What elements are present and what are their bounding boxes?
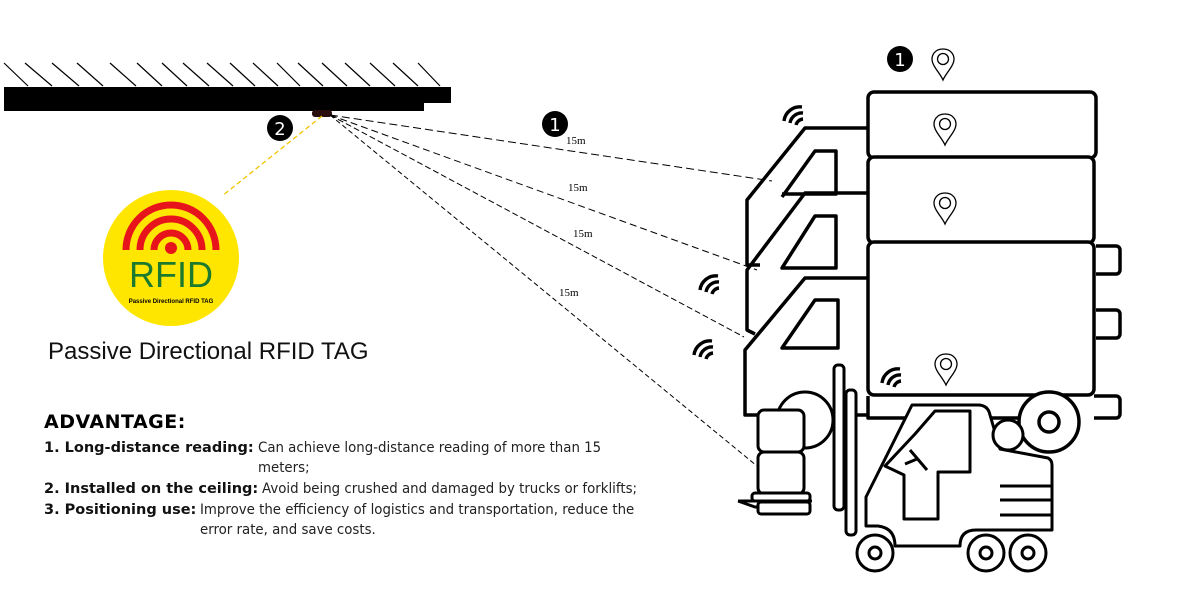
- read-beams: [329, 114, 773, 467]
- svg-text:1: 1: [549, 115, 560, 136]
- advantage-item: 3. Positioning use: Improve the efficien…: [44, 500, 684, 540]
- rfid-tag-badge: RFID Passive Directional RFID TAG: [103, 190, 239, 326]
- svg-text:2: 2: [274, 119, 285, 140]
- distance-label: 15m: [559, 287, 579, 299]
- cargo-box-2: [866, 155, 1096, 245]
- advantage-list: 1. Long-distance reading: Can achieve lo…: [44, 438, 684, 541]
- ceiling-beam: [4, 87, 451, 111]
- advantage-item: 2. Installed on the ceiling: Avoid being…: [44, 479, 684, 499]
- svg-text:1: 1: [894, 50, 905, 71]
- beam-line: [329, 114, 758, 271]
- advantage-label: 2. Installed on the ceiling:: [44, 481, 259, 497]
- beam-line: [329, 114, 758, 467]
- ceiling-rfid-tag: [312, 110, 332, 117]
- cargo-box-1: [866, 90, 1098, 160]
- badge-logo-text: RFID: [129, 254, 213, 295]
- signal-waves-icon: [692, 339, 715, 361]
- leader-line: [221, 115, 323, 197]
- marker-1-location: 1: [887, 46, 913, 72]
- signal-waves-icon: [782, 105, 805, 127]
- badge-caption: Passive Directional RFID TAG: [129, 299, 214, 305]
- marker-1-beam: 1: [542, 111, 568, 137]
- advantage-heading: ADVANTAGE:: [44, 411, 186, 433]
- distance-label: 15m: [566, 135, 586, 147]
- distance-label: 15m: [573, 228, 593, 240]
- advantage-desc: Improve the efficiency of logistics and …: [200, 502, 635, 538]
- signal-waves-icon: [698, 274, 721, 296]
- forklift: [737, 363, 1054, 573]
- beam-line: [329, 114, 745, 338]
- ceiling-hatching: [3, 62, 441, 87]
- beam-line: [329, 114, 773, 182]
- advantage-label: 1. Long-distance reading:: [44, 440, 254, 456]
- trucks: [743, 90, 1122, 454]
- signal-waves-icon: [122, 201, 220, 251]
- location-pin-icon: [931, 48, 955, 81]
- cargo-box-3: [866, 240, 1096, 397]
- advantage-desc: Can achieve long-distance reading of mor…: [257, 440, 601, 476]
- advantage-item: 1. Long-distance reading: Can achieve lo…: [44, 438, 684, 478]
- page-title: Passive Directional RFID TAG: [48, 338, 369, 365]
- advantage-desc: Avoid being crushed and damaged by truck…: [262, 481, 638, 497]
- distance-label: 15m: [568, 182, 588, 194]
- advantage-label: 3. Positioning use:: [44, 502, 197, 518]
- marker-2: 2: [267, 115, 293, 141]
